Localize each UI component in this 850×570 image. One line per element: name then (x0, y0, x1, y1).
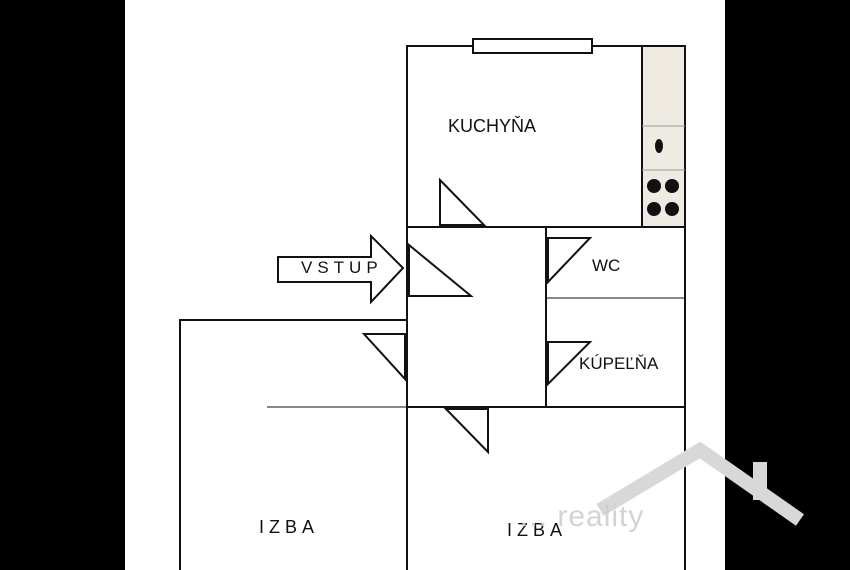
watermark-text: ... reality (520, 500, 645, 533)
logo-house-icon (596, 441, 805, 526)
entrance-arrow-icon (277, 233, 405, 305)
room-label-kitchen: KUCHYŇA (448, 116, 537, 136)
door-swing-icon (361, 333, 406, 382)
hall-walls (406, 226, 547, 408)
room-label-wc: WC (592, 256, 621, 275)
door-swing-icon (547, 341, 593, 387)
entrance-label: VSTUP (301, 258, 383, 277)
door-swing-icon (439, 177, 487, 226)
room-label-right: IZBA (507, 520, 568, 540)
kitchen-window (472, 38, 593, 54)
room-label-bathroom: KÚPEĽŇA (579, 354, 659, 373)
sink-icon (655, 139, 663, 153)
room-right-walls (406, 406, 686, 570)
door-swing-icon (443, 408, 489, 455)
kitchen-counter (641, 45, 686, 228)
door-swing-icon (408, 242, 474, 297)
stove-burner-icon (647, 179, 679, 216)
door-swing-icon (547, 237, 593, 285)
room-label-left: IZBA (259, 517, 320, 537)
